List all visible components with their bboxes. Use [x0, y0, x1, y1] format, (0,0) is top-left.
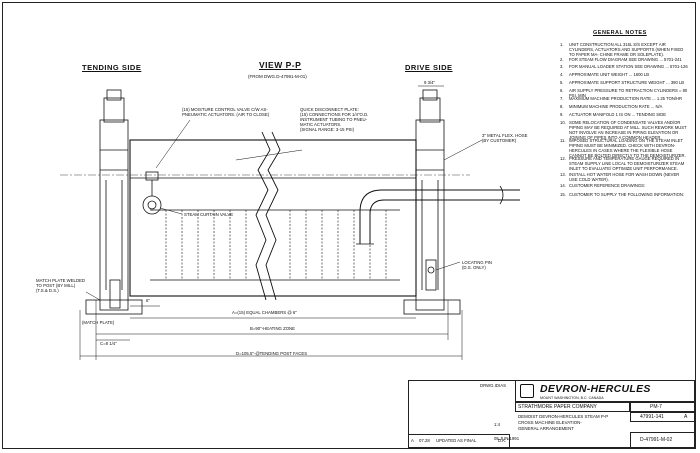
drive-side-heading: DRIVE SIDE — [405, 63, 453, 72]
general-note-number: 5. — [560, 80, 564, 85]
general-note-item: 6. AIR SUPPLY PRESSURE TO RETRACTION CYLI… — [560, 88, 688, 98]
drawing-short-box — [630, 412, 695, 422]
general-note-item: 13.INSTALL HOT WATER HOSE FOR WASH DOWN … — [560, 172, 688, 182]
description-line-2: CROSS MACHINE ELEVATION- — [518, 420, 582, 425]
view-from-reference: (FROM DWG.D-47991-M-01) — [248, 74, 307, 79]
general-note-number: 4. — [560, 72, 564, 77]
dim-6: 6" — [146, 298, 150, 303]
general-note-item: 10.SOME RELOCATION OF CONDENSATE VALVES … — [560, 120, 688, 140]
general-note-text: FOR STEAM FLOW DIAGRAM SEE DRAWING ... 5… — [569, 57, 682, 62]
general-note-item: 3. FOR MANUAL LOADER STATION SEE DRAWING … — [560, 64, 688, 69]
general-note-text: AIR SUPPLY PRESSURE TO RETRACTION CYLIND… — [569, 88, 688, 98]
steam-curtain-valve — [142, 195, 162, 215]
logo-address: MOUNT WASHINGTON, B.C. CANADA — [540, 396, 604, 400]
general-note-item: 15.CUSTOMER TO SUPPLY THE FOLLOWING INFO… — [560, 192, 688, 197]
general-note-number: 1. — [560, 42, 564, 47]
general-note-item: 8. MINIMUM MACHINE PRODUCTION RATE ... N/… — [560, 104, 688, 109]
general-notes-title: GENERAL NOTES — [593, 30, 647, 36]
revision-letter: A — [411, 438, 414, 443]
general-note-text: APPROXIMATE UNIT WEIGHT ... 1600 LB — [569, 72, 650, 77]
general-note-text: PRESSURE AND TEMPERATURE GAUGE REQUIRED … — [569, 156, 685, 171]
customer-box — [515, 402, 630, 412]
moisture-valve-callout: (15) MOISTURE CONTROL VALVE C/W AS- PNEU… — [182, 107, 270, 117]
dim-chambers: A=(15) EQUAL CHAMBERS @ 6" — [232, 310, 297, 315]
general-note-text: IMPOSED STRUCTURAL LOADING ON THE STEAM … — [569, 138, 686, 158]
general-note-number: 3. — [560, 64, 564, 69]
dim-heating-zone: B=90"-HEATING ZONE — [250, 326, 296, 331]
dim-drive-top: 9 3/4" — [424, 80, 436, 85]
general-note-text: CUSTOMER REFERENCE DRAWINGS: — [569, 183, 646, 188]
description-line-3: GENERAL ARRANGEMENT — [518, 426, 574, 431]
drawing-sheet — [2, 2, 696, 449]
view-title: VIEW P-P — [259, 60, 302, 70]
general-note-number: 6. — [560, 88, 564, 93]
general-note-number: 14. — [560, 183, 566, 188]
steam-inlet-pipe — [359, 189, 520, 244]
drawn-label: DRWG.IDIAS — [480, 383, 506, 388]
steam-curtain-callout: STEAM CURTAIN VALVE — [184, 212, 234, 217]
drawing-number-box — [630, 432, 695, 448]
general-note-item: 5. APPROXIMATE SUPPORT STRUCTURE WEIGHT .… — [560, 80, 688, 85]
general-note-text: APPROXIMATE SUPPORT STRUCTURE WEIGHT ...… — [569, 80, 685, 85]
scale: 1:4 — [494, 422, 500, 427]
dim-post-faces: D=105.5"-@TENDING POST FACES — [236, 351, 308, 356]
customer-name: STRATHMORE PAPER COMPANY — [518, 404, 597, 410]
quick-disconnect-callout: QUICK DISCONNECT PLATE: (15) CONNECTIONS… — [300, 107, 369, 132]
general-note-item: 12.PRESSURE AND TEMPERATURE GAUGE REQUIR… — [560, 156, 688, 171]
rev-box: A — [684, 414, 688, 420]
general-note-number: 7. — [560, 96, 564, 101]
general-note-text: CUSTOMER TO SUPPLY THE FOLLOWING INFORMA… — [569, 192, 685, 197]
general-note-text: SOME RELOCATION OF CONDENSATE VALVES AND… — [569, 120, 687, 140]
general-note-number: 10. — [560, 120, 566, 125]
tending-side-stand — [99, 119, 129, 311]
drawing-number: D-47991-M-02 — [640, 437, 673, 443]
match-plate-callout: MATCH PLATE WELDED TO POST (BY MILL) (T.… — [36, 278, 86, 293]
general-note-item: 11.IMPOSED STRUCTURAL LOADING ON THE STE… — [560, 138, 688, 158]
general-note-item: 4. APPROXIMATE UNIT WEIGHT ... 1600 LB — [560, 72, 688, 77]
steam-box-body — [129, 139, 417, 297]
general-note-number: 15. — [560, 192, 566, 197]
metal-hose-callout: 3" METAL FLEX. HOSE (BY CUSTOMER) — [482, 133, 528, 143]
general-note-text: INSTALL HOT WATER HOSE FOR WASH DOWN (NE… — [569, 172, 680, 182]
company-logo: DEVRON-HERCULES — [540, 383, 651, 395]
locating-pin-callout: LOCATING PIN (D.S. ONLY) — [462, 260, 493, 270]
revision-by: D.K. — [498, 438, 507, 443]
general-note-number: 8. — [560, 104, 564, 109]
general-note-number: 12. — [560, 156, 566, 161]
general-note-item: 7. MAXIMUM MACHINE PRODUCTION RATE ... 1.… — [560, 96, 688, 101]
general-note-item: 1. UNIT CONSTRUCTION ALL 316L S/S EXCEPT … — [560, 42, 688, 57]
logo-mark-icon — [520, 384, 534, 398]
match-plate-label: (MATCH PLATE) — [82, 320, 115, 325]
drawing-number-short: 47991-141 — [640, 414, 664, 420]
machine-number: PM-7 — [650, 404, 662, 410]
revision-text: UPDATED AS FINAL — [436, 438, 477, 443]
machine-box — [630, 402, 695, 412]
general-note-text: MAXIMUM MACHINE PRODUCTION RATE ... 1.25… — [569, 96, 683, 101]
general-note-number: 13. — [560, 172, 566, 177]
revision-row — [408, 434, 510, 448]
drawing-date: 05.JUN/1991 — [494, 436, 520, 441]
general-note-text: FOR MANUAL LOADER STATION SEE DRAWING ..… — [569, 64, 688, 69]
general-note-item: 14.CUSTOMER REFERENCE DRAWINGS: — [560, 183, 688, 188]
revision-date: 07.28 — [419, 438, 430, 443]
general-note-item: 2. FOR STEAM FLOW DIAGRAM SEE DRAWING ...… — [560, 57, 688, 62]
general-note-number: 9. — [560, 112, 564, 117]
general-note-text: MINIMUM MACHINE PRODUCTION RATE ... N/A — [569, 104, 663, 109]
general-note-text: ACTUATOR MANIFOLD 1 IS ON ... TENDING SI… — [569, 112, 667, 117]
general-note-text: UNIT CONSTRUCTION ALL 316L S/S EXCEPT AI… — [569, 42, 684, 57]
general-note-number: 11. — [560, 138, 566, 143]
drive-side-stand — [415, 119, 445, 311]
description-line-1: DEMOIST DEVRON-HERCULES STEAM P-P — [518, 414, 609, 419]
logo-box — [515, 380, 695, 402]
dim-c: C=8 1/4" — [100, 341, 117, 346]
general-note-number: 2. — [560, 57, 564, 62]
tending-side-heading: TENDING SIDE — [82, 63, 142, 72]
general-note-item: 9. ACTUATOR MANIFOLD 1 IS ON ... TENDING … — [560, 112, 688, 117]
